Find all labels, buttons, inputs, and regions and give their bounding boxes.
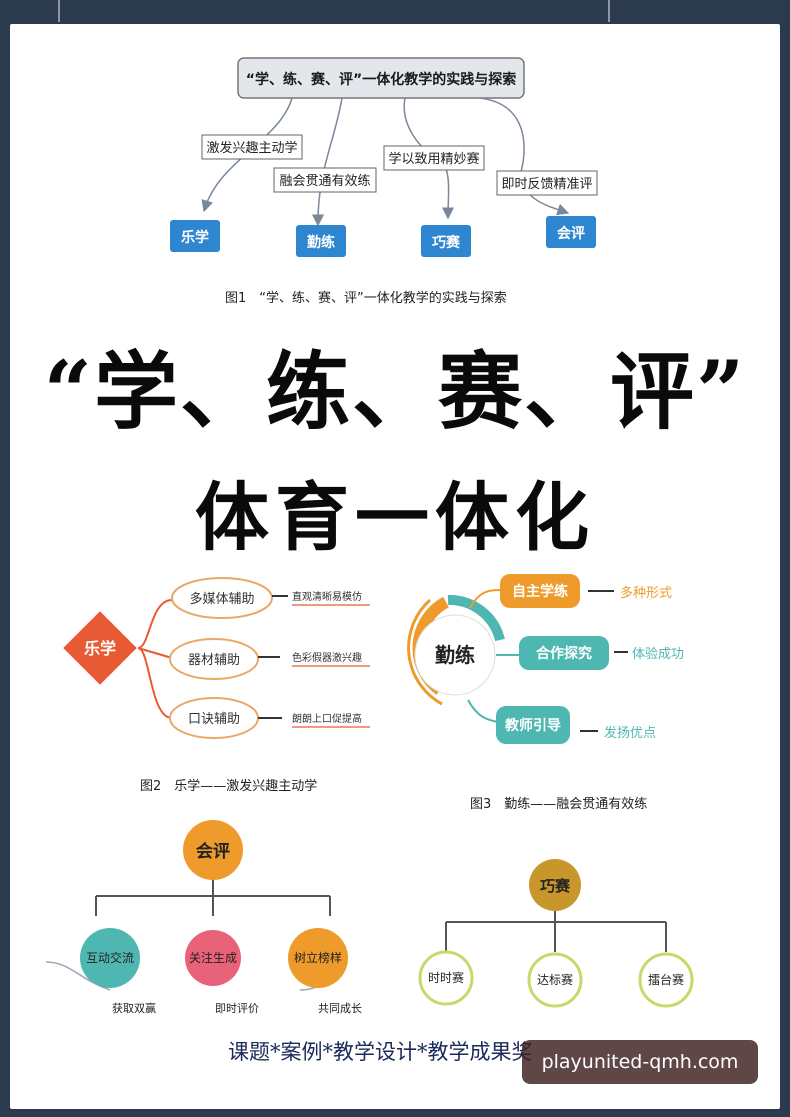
poster-subtitle: 体育一体化 [195, 475, 595, 561]
fig5-item-label: 达标赛 [537, 972, 573, 987]
fig2-item-label: 口诀辅助 [188, 712, 240, 727]
top-bar [0, 0, 790, 22]
fig2-center-label: 乐学 [84, 639, 116, 658]
fig3-center-circle [414, 614, 496, 696]
fig1-branch-box [383, 145, 485, 171]
fig4-center-circle [183, 820, 243, 880]
fig3-item-note: 发扬优点 [604, 725, 656, 741]
fig1-branch-box [496, 170, 598, 196]
poster-title: “学、练、赛、评” [43, 342, 747, 441]
fig1-target-label: 乐学 [181, 229, 209, 246]
fig3-item-box [496, 706, 570, 744]
fig1-branch-box [201, 134, 303, 160]
fig3-caption: 图3 勤练——融会贯通有效练 [470, 797, 647, 812]
fig2-center-diamond [63, 611, 137, 685]
fig4-item-note: 即时评价 [215, 1002, 259, 1015]
fig4-item-label: 互动交流 [86, 950, 134, 965]
fig4-item-circle [80, 928, 140, 988]
fig5-item-circle [527, 952, 583, 1008]
fig1-root-box [237, 57, 525, 99]
fig3-diagram: 勤练 自主学练 合作探究 教师引导 多种形式 体验成功 发扬优点 图3 勤练——… [407, 574, 684, 812]
fig5-item-circle [638, 952, 694, 1008]
fig3-item-label: 自主学练 [512, 583, 568, 600]
fig3-item-note: 体验成功 [632, 646, 684, 662]
fig3-item-label: 教师引导 [505, 717, 561, 734]
poster-page [10, 24, 780, 1109]
fig2-item-note: 朗朗上口促提高 [292, 712, 362, 725]
fig5-center-circle [529, 859, 581, 911]
fig1-target-label: 会评 [557, 225, 585, 242]
fig1-diagram: “学、练、赛、评”一体化教学的实践与探索 激发兴趣主动学 融会贯通有效练 学以致… [170, 57, 598, 306]
fig1-branch-label: 学以致用精妙赛 [388, 151, 479, 167]
fig4-item-label: 关注生成 [189, 950, 237, 965]
fig3-item-box [500, 574, 580, 608]
fig4-item-circle [185, 930, 241, 986]
fig3-item-label: 合作探究 [536, 645, 592, 662]
fig1-target-box [421, 225, 471, 257]
fig1-branch-label: 融会贯通有效练 [279, 174, 370, 189]
fig1-target-box [170, 220, 220, 252]
fig3-item-note: 多种形式 [620, 585, 672, 601]
fig1-caption: 图1 “学、练、赛、评”一体化教学的实践与探索 [225, 290, 507, 306]
top-bar-divider [58, 0, 60, 22]
fig1-target-label: 勤练 [307, 234, 335, 251]
fig2-item-pill [171, 577, 273, 619]
fig1-target-label: 巧赛 [432, 234, 461, 251]
fig2-item-label: 多媒体辅助 [189, 591, 254, 607]
fig5-item-label: 擂台赛 [648, 972, 684, 987]
fig2-item-note: 色彩假器激兴趣 [292, 651, 362, 664]
top-bar-divider [608, 0, 610, 22]
fig1-target-box [546, 216, 596, 248]
fig1-branch-label: 激发兴趣主动学 [206, 140, 297, 156]
fig4-item-note: 共同成长 [318, 1002, 362, 1015]
fig4-item-label: 树立榜样 [294, 950, 342, 965]
fig5-item-label: 时时赛 [428, 970, 464, 985]
fig1-branch-box [273, 167, 377, 193]
fig3-center-label: 勤练 [435, 643, 475, 667]
fig4-item-note: 获取双赢 [112, 1001, 156, 1015]
fig1-target-box [296, 225, 346, 257]
fig1-root-label: “学、练、赛、评”一体化教学的实践与探索 [246, 71, 516, 88]
footer-text: 课题*案例*教学设计*教学成果奖 [228, 1040, 533, 1064]
fig2-caption: 图2 乐学——激发兴趣主动学 [140, 778, 317, 794]
fig1-branch-label: 即时反馈精准评 [501, 177, 592, 192]
fig2-item-label: 器材辅助 [188, 653, 240, 668]
fig2-diagram: 乐学 多媒体辅助 器材辅助 口诀辅助 直观清晰易模仿 色彩假器激兴趣 朗朗上口促… [63, 577, 370, 794]
watermark: playunited-qmh.com [522, 1040, 758, 1084]
fig5-center-label: 巧赛 [540, 877, 571, 895]
fig3-item-box [519, 636, 609, 670]
fig4-item-circle [288, 928, 348, 988]
fig5-item-circle [418, 950, 474, 1006]
fig2-item-note: 直观清晰易模仿 [292, 590, 362, 603]
fig5-diagram: 巧赛 时时赛 达标赛 擂台赛 [418, 859, 694, 1008]
fig4-center-label: 会评 [196, 841, 230, 862]
fig2-item-pill [169, 638, 259, 680]
fig4-diagram: 会评 互动交流 关注生成 树立榜样 获取双赢 即时评价 共同成长 [45, 820, 362, 1015]
